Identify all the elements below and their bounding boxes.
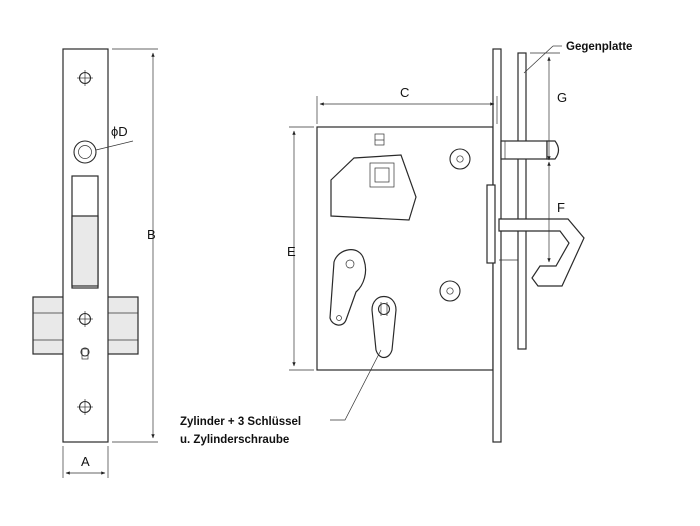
latch-bolt <box>71 215 99 287</box>
cylinder-front <box>80 347 90 360</box>
dimension-e-label: E <box>287 244 296 259</box>
screw-boss-bottom <box>439 280 461 302</box>
dimension-d-leader <box>95 140 134 151</box>
screw-hole-top <box>77 70 93 86</box>
dimension-d-label: ϕD <box>111 124 128 139</box>
dimension-a-label: A <box>81 454 90 469</box>
hole-diameter-d <box>73 140 97 164</box>
dimension-g-label: G <box>557 90 567 105</box>
rocker-lever <box>329 249 367 326</box>
dimension-f-label: F <box>557 200 565 215</box>
dimension-c-label: C <box>400 85 409 100</box>
screw-hole-middle <box>77 311 93 327</box>
case-marking <box>374 133 385 146</box>
strike-plate <box>517 52 527 350</box>
cylinder-leader <box>330 349 382 421</box>
cylinder-profile <box>371 295 397 359</box>
cylinder-label-line1: Zylinder + 3 Schlüssel <box>180 416 301 428</box>
side-view: C E G F Gegenplatte Zylinder + 3 Schlüss… <box>180 41 632 446</box>
strike-plate-label: Gegenplatte <box>566 41 632 53</box>
follower-lever <box>330 154 417 221</box>
hook-slot <box>486 184 496 264</box>
hook-bolt <box>498 218 585 287</box>
front-view: B ϕD A <box>32 48 158 478</box>
screw-hole-bottom <box>77 399 93 415</box>
cylinder-label-line2: u. Zylinderschraube <box>180 434 289 446</box>
latch-bolt-side <box>500 140 560 160</box>
dimension-b-label: B <box>147 227 156 242</box>
lock-case <box>316 126 494 371</box>
screw-boss-top <box>449 148 471 170</box>
